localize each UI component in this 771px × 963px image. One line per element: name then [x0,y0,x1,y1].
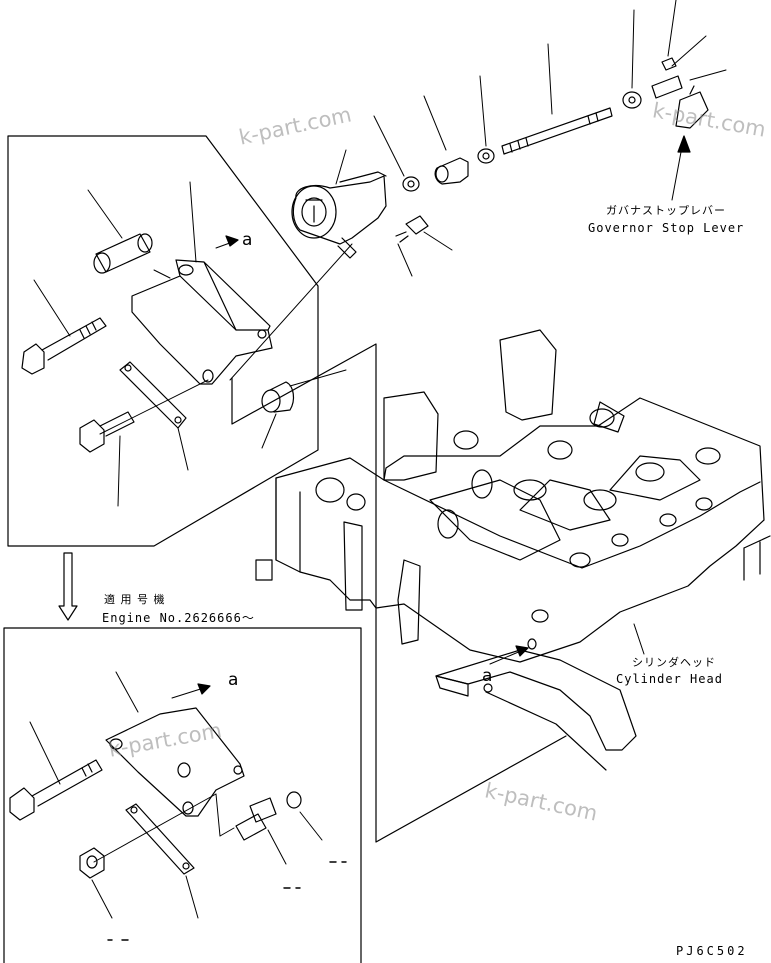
bracket-upper [131,259,273,385]
ref-dashes [107,861,347,941]
bracket-leader [231,343,567,843]
spacer-sleeve [93,233,153,274]
threaded-rod [501,107,613,155]
cylinder-head-en: Cylinder Head [616,672,723,686]
leader-lines-upper-detail [33,181,347,507]
drawing-code: PJ6C502 [676,944,748,958]
callout-arrow-lower-icon [197,683,211,695]
callout-arrow-upper-icon [225,235,239,247]
stop-solenoid [291,171,387,259]
governor-stop-lever-en: Governor Stop Lever [588,221,745,235]
bolt-lower-1 [9,759,103,821]
bolt-upper-1 [21,317,107,375]
washer-lower [286,791,302,809]
bolt-upper-2 [79,411,135,453]
callout-a-cylinder: a [482,666,493,686]
leader-lines-lower-detail [29,671,323,919]
nut-1 [402,176,420,192]
bracket-lower [105,707,245,817]
cylinder-head [255,329,771,771]
small-bolt [395,215,429,243]
governor-stop-lever-jp: ガバナストップレバー [606,204,726,217]
gov-arrow-icon [677,135,691,153]
nut-3 [622,91,642,109]
leader-lines-top [229,0,727,381]
stud-bolt-lower [235,797,277,841]
applicable-engines-jp: 適 用 号 機 [104,593,166,606]
leader-lines-cylinder [489,623,645,665]
nut-2 [477,148,495,164]
strap-plate-lower [125,803,195,875]
callout-a-upper: a [242,230,253,250]
governor-stop-lever [651,57,709,129]
cylinder-head-jp: シリンダヘッド [632,656,716,669]
callout-a-lower: a [228,670,239,690]
nut-lower [79,847,105,879]
collar [261,381,295,413]
connector-joint [434,157,469,185]
strap-plate [119,361,187,429]
engine-number: Engine No.2626666～ [102,611,255,625]
down-arrow-icon [58,552,78,621]
lower-detail-frame [3,627,362,963]
upper-detail-frame [7,135,319,547]
callout-arrow-cyl-icon [515,645,529,657]
